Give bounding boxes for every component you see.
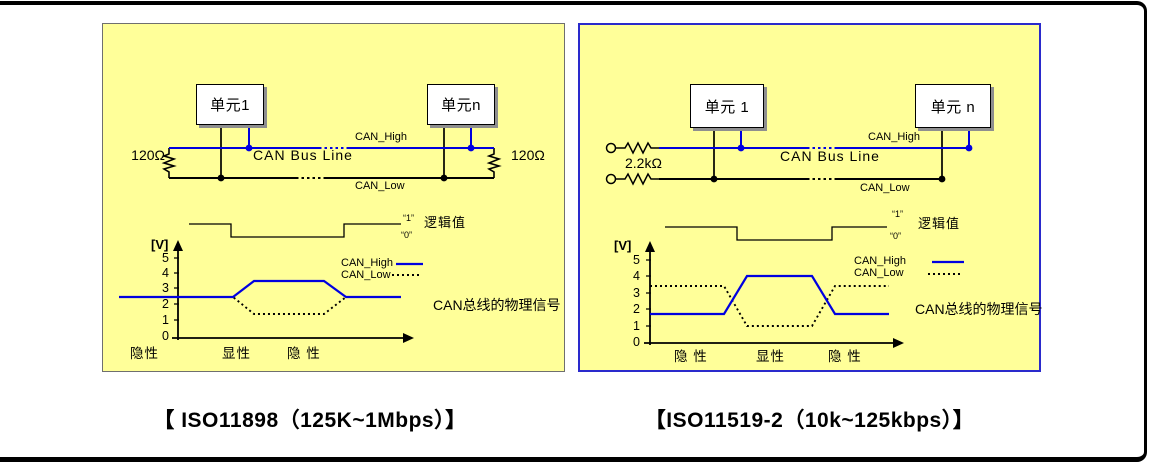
panel-iso11519-2: 单元 1 单元 n 2.2kΩ CAN Bus Line CAN_High CA… xyxy=(578,23,1043,372)
x-axis-arrow-icon xyxy=(403,333,414,343)
unit-box-first-label: 单元1 xyxy=(210,97,250,114)
volt-tick: 2 xyxy=(162,297,169,311)
unit-box-last: 单元 n xyxy=(915,84,991,128)
physical-signal-label: CAN总线的物理信号 xyxy=(433,297,561,313)
y-axis-ticks xyxy=(646,259,651,327)
can-low-label: CAN_Low xyxy=(860,182,910,194)
can-low-label: CAN_Low xyxy=(355,180,405,192)
phase-label-recessive-1: 隐性 xyxy=(130,346,159,361)
logic-waveform xyxy=(665,226,887,241)
caption-iso11519-2: 【ISO11519-2（10k~125kbps）】 xyxy=(644,409,975,432)
terminal-circle-icon xyxy=(605,142,617,154)
phase-label-recessive-1: 隐 性 xyxy=(674,349,708,364)
iso11898-circuit-and-waveform-svg xyxy=(119,124,502,343)
phase-label-recessive-2: 隐 性 xyxy=(828,349,862,364)
logic-value-label: 逻辑值 xyxy=(424,215,467,230)
can-high-curve xyxy=(119,279,401,299)
volt-tick: 0 xyxy=(633,335,640,349)
unit-box-first: 单元1 xyxy=(196,84,264,125)
can-bus-line-label: CAN Bus Line xyxy=(253,147,353,163)
junction-dot-blue xyxy=(965,144,973,152)
y-axis-arrow-icon xyxy=(173,240,183,251)
volt-tick: 3 xyxy=(162,281,169,295)
phase-label-dominant: 显性 xyxy=(222,346,251,361)
legend-can-high-label: CAN_High xyxy=(341,257,393,269)
resistor-right-icon xyxy=(486,148,502,178)
volt-tick: 0 xyxy=(162,329,169,343)
unit-stem-lines-blue xyxy=(740,126,970,148)
y-axis-arrow-icon xyxy=(645,241,655,252)
logic-zero-label: “0” xyxy=(401,230,412,240)
panel-iso11898: 单元1 单元n 120Ω 120Ω CAN Bus Line CAN_High … xyxy=(102,23,565,372)
can-high-label: CAN_High xyxy=(355,131,407,143)
caption-iso11898: 【 ISO11898（125K~1Mbps）】 xyxy=(153,409,467,432)
junction-dot xyxy=(710,175,718,183)
volt-tick: 3 xyxy=(633,286,640,300)
phase-label-recessive-2: 隐 性 xyxy=(287,346,321,361)
legend-can-low-label: CAN_Low xyxy=(341,269,391,281)
junction-dot-blue xyxy=(245,144,253,152)
junction-dot xyxy=(217,174,225,182)
y-axis-ticks xyxy=(174,257,179,321)
junction-dot-blue xyxy=(467,144,475,152)
volt-tick: 2 xyxy=(633,302,640,316)
can-high-label: CAN_High xyxy=(868,131,920,143)
volt-unit-label: [V] xyxy=(614,238,632,253)
volt-tick: 5 xyxy=(162,251,169,265)
logic-zero-label: “0” xyxy=(890,231,901,241)
unit-box-first-label: 单元 1 xyxy=(704,98,750,116)
terminator-label: 2.2kΩ xyxy=(625,155,662,171)
junction-dot xyxy=(938,175,946,183)
junction-dot-blue xyxy=(737,144,745,152)
volt-tick: 4 xyxy=(162,266,169,280)
iso11519-circuit-and-waveform-svg xyxy=(605,126,973,348)
resistor-bottom-icon xyxy=(616,172,659,186)
resistor-top-icon xyxy=(616,141,659,155)
terminator-right-label: 120Ω xyxy=(511,147,545,163)
physical-signal-label: CAN总线的物理信号 xyxy=(915,301,1043,317)
unit-box-last-label: 单元n xyxy=(441,97,481,114)
can-low-curve xyxy=(650,285,889,327)
volt-unit-label: [V] xyxy=(151,237,169,252)
unit-box-last-label: 单元 n xyxy=(930,98,976,116)
legend-can-low-label: CAN_Low xyxy=(854,267,904,279)
legend-can-high-label: CAN_High xyxy=(854,255,906,267)
junction-dot xyxy=(440,174,448,182)
unit-box-first: 单元 1 xyxy=(690,84,764,128)
logic-waveform xyxy=(189,223,401,238)
resistor-left-icon xyxy=(161,148,177,178)
phase-label-dominant: 显性 xyxy=(756,349,785,364)
logic-value-label: 逻辑值 xyxy=(918,216,961,231)
unit-stem-lines xyxy=(220,124,445,178)
terminal-circle-icon xyxy=(605,173,617,185)
volt-tick: 1 xyxy=(633,319,640,333)
logic-one-label: “1” xyxy=(403,213,414,223)
unit-box-last: 单元n xyxy=(427,84,495,125)
x-axis-arrow-icon xyxy=(893,338,904,348)
can-bus-line-label: CAN Bus Line xyxy=(780,148,880,164)
volt-tick: 5 xyxy=(633,253,640,267)
volt-tick: 4 xyxy=(633,269,640,283)
logic-one-label: “1” xyxy=(892,209,903,219)
terminator-left-label: 120Ω xyxy=(131,147,165,163)
unit-stem-lines-blue xyxy=(248,124,472,148)
unit-stem-lines xyxy=(713,126,943,179)
can-high-curve xyxy=(650,274,889,316)
volt-tick: 1 xyxy=(162,313,169,327)
